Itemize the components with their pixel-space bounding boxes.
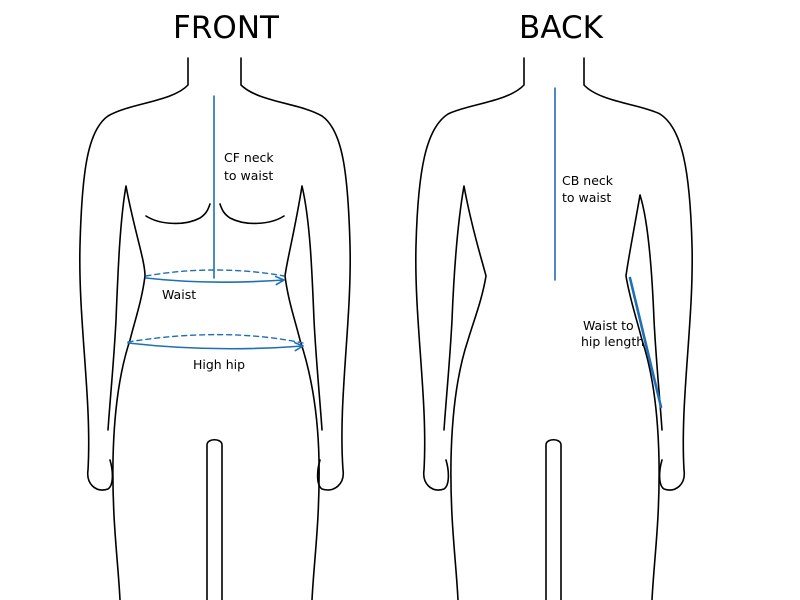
cf-neck-label-line1: CF neck bbox=[224, 150, 274, 165]
cb-neck-label-line1: CB neck bbox=[562, 173, 614, 188]
front-bust-left bbox=[145, 203, 211, 225]
back-right-torso-contour bbox=[625, 194, 663, 600]
waist-back-arc-dashed bbox=[145, 269, 285, 277]
back-right-outer-contour bbox=[583, 57, 693, 491]
front-body-outline bbox=[79, 57, 351, 600]
back-view: BACK CB neck to waist Waist to hip lengt… bbox=[415, 10, 693, 600]
front-measurements bbox=[127, 95, 304, 352]
high-hip-label: High hip bbox=[193, 357, 245, 372]
front-left-outer-contour bbox=[79, 57, 189, 491]
front-view: FRONT CF neck to waist Waist bbox=[79, 10, 351, 600]
front-title: FRONT bbox=[173, 10, 280, 46]
front-right-torso-contour bbox=[284, 185, 323, 600]
waist-to-hip-label-line1: Waist to bbox=[583, 318, 634, 333]
waist-to-hip-label-line2: hip length bbox=[581, 334, 644, 349]
front-inner-legs bbox=[206, 438, 223, 600]
cb-neck-label-line2: to waist bbox=[562, 190, 611, 205]
cf-neck-label-line2: to waist bbox=[224, 168, 273, 183]
waist-label: Waist bbox=[162, 287, 196, 302]
back-title: BACK bbox=[519, 10, 604, 46]
waist-front-arc bbox=[145, 275, 285, 286]
high-hip-back-arc-dashed bbox=[127, 333, 304, 344]
back-left-torso-contour bbox=[443, 185, 487, 600]
high-hip-front-arc bbox=[127, 341, 304, 352]
waist-to-hip-length-line bbox=[628, 276, 663, 409]
front-right-outer-contour bbox=[240, 57, 351, 491]
back-left-outer-contour bbox=[415, 57, 525, 491]
back-measurements bbox=[554, 87, 663, 409]
front-left-torso-contour bbox=[107, 185, 146, 600]
back-body-outline bbox=[415, 57, 693, 600]
back-inner-legs bbox=[545, 438, 562, 600]
front-bust-right bbox=[219, 203, 285, 225]
